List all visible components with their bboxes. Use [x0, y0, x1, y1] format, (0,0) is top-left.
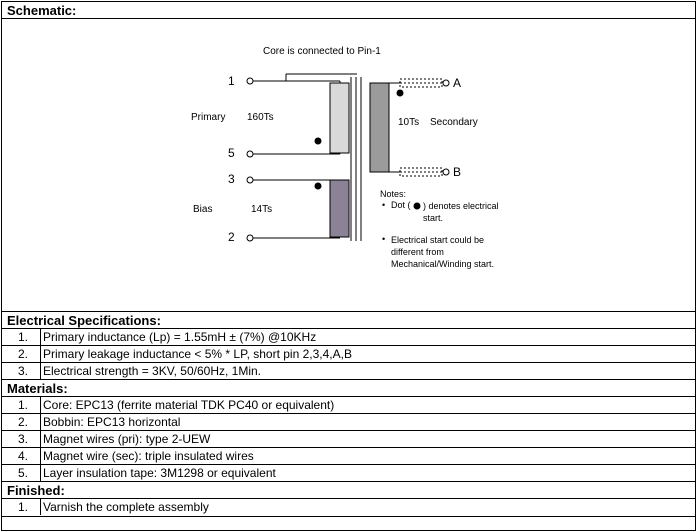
pin-2-terminal [246, 234, 254, 242]
row-number: 3. [2, 363, 41, 379]
transformer-schematic [246, 73, 450, 242]
row-text: Primary leakage inductance < 5% * LP, sh… [43, 347, 352, 361]
secondary-start-dot [396, 89, 404, 97]
row-text: Magnet wires (pri): type 2-UEW [43, 432, 211, 446]
electrical-row: 3. Electrical strength = 3KV, 50/60Hz, 1… [2, 363, 695, 380]
secondary-turns: 10Ts [398, 117, 420, 128]
row-number: 1. [2, 397, 41, 413]
finished-heading: Finished: [2, 482, 695, 499]
bias-start-dot [314, 182, 322, 190]
row-text: Layer insulation tape: 3M1298 or equival… [43, 466, 276, 480]
core-note: Core is connected to Pin-1 [263, 46, 381, 57]
row-text: Varnish the complete assembly [43, 500, 209, 514]
note-1-prefix: Dot ( [391, 200, 411, 210]
row-number: 2. [2, 414, 41, 430]
primary-turns: 160Ts [247, 112, 274, 123]
row-number: 5. [2, 465, 41, 481]
pin-2-label: 2 [228, 230, 235, 244]
primary-winding [329, 82, 350, 154]
row-number: 1. [2, 329, 41, 345]
notes-dot-symbol [413, 202, 421, 210]
note-1-text: ) denotes electrical start. [423, 201, 499, 223]
bias-winding [329, 179, 350, 238]
row-number: 2. [2, 346, 41, 362]
primary-label: Primary [191, 112, 226, 123]
pin-b-label: B [453, 165, 462, 179]
materials-row: 1. Core: EPC13 (ferrite material TDK PC4… [2, 397, 695, 414]
pin-1-terminal [246, 77, 254, 85]
pin-a-label: A [453, 76, 462, 90]
pin-1-label: 1 [228, 74, 235, 88]
bias-label: Bias [193, 204, 213, 215]
pin-3-label: 3 [228, 172, 235, 186]
electrical-heading: Electrical Specifications: [2, 312, 695, 329]
row-text: Core: EPC13 (ferrite material TDK PC40 o… [43, 398, 335, 412]
notes-title: Notes: [380, 189, 407, 199]
materials-row: 3. Magnet wires (pri): type 2-UEW [2, 431, 695, 448]
row-text: Primary inductance (Lp) = 1.55mH ± (7%) … [43, 330, 317, 344]
note-2-text: Electrical start could be different from… [391, 235, 495, 269]
pin-5-label: 5 [228, 146, 235, 160]
primary-start-dot [314, 137, 322, 145]
row-number: 1. [2, 499, 41, 515]
bias-turns: 14Ts [251, 204, 273, 215]
finished-row: 1. Varnish the complete assembly [2, 499, 695, 516]
materials-row: 4. Magnet wire (sec): triple insulated w… [2, 448, 695, 465]
schematic-heading: Schematic: [2, 2, 695, 19]
materials-row: 2. Bobbin: EPC13 horizontal [2, 414, 695, 431]
schematic-area: Core is connected to Pin-1 1 5 3 2 A B P… [2, 20, 695, 310]
pin-5-terminal [246, 150, 254, 158]
note-2-bullet: • [382, 234, 386, 244]
pin-3-terminal [246, 176, 254, 184]
note-1-bullet: • [382, 200, 386, 210]
materials-heading: Materials: [2, 380, 695, 397]
pin-b-terminal [442, 168, 450, 176]
secondary-winding [369, 82, 390, 173]
row-number: 3. [2, 431, 41, 447]
materials-row: 5. Layer insulation tape: 3M1298 or equi… [2, 465, 695, 482]
row-text: Magnet wire (sec): triple insulated wire… [43, 449, 254, 463]
secondary-label: Secondary [430, 117, 478, 128]
electrical-row: 2. Primary leakage inductance < 5% * LP,… [2, 346, 695, 363]
row-number: 4. [2, 448, 41, 464]
row-text: Electrical strength = 3KV, 50/60Hz, 1Min… [43, 364, 262, 378]
electrical-row: 1. Primary inductance (Lp) = 1.55mH ± (7… [2, 329, 695, 346]
pin-a-terminal [442, 79, 450, 87]
row-text: Bobbin: EPC13 horizontal [43, 415, 181, 429]
